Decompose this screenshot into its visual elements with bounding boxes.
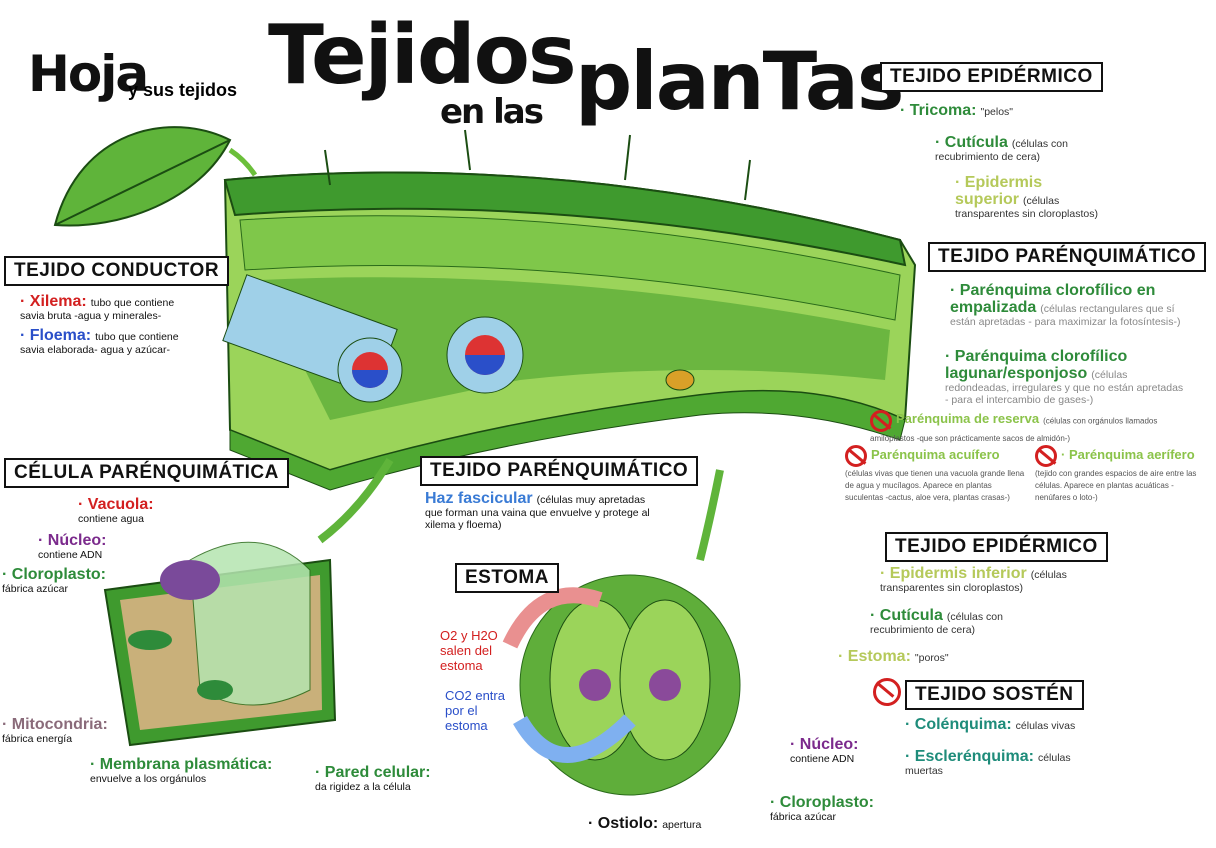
title-hoja: Hoja xyxy=(28,45,149,103)
label-cuticula-bottom: · Cutícula(células con recubrimiento de … xyxy=(870,607,1003,636)
arrows xyxy=(317,457,724,561)
label-xilema: · Xilema:tubo que contiene savia bruta -… xyxy=(20,293,175,322)
label-epidermis-superior: · Epidermis superior(células transparent… xyxy=(955,174,1098,220)
heading-epidermico-bottom: TEJIDO EPIDÉRMICO xyxy=(885,532,1108,562)
parenchyma-cell-illustration xyxy=(103,541,337,747)
label-haz-fascicular: Haz fascicular(células muy apretadas que… xyxy=(425,490,650,531)
label-floema: · Floema:tubo que contiene savia elabora… xyxy=(20,327,179,356)
not-visible-icon xyxy=(845,445,867,467)
vascular-bundle xyxy=(446,316,524,394)
label-lagunar: · Parénquima clorofílico lagunar/esponjo… xyxy=(945,348,1184,406)
label-ostiolo: · Ostiolo:apertura xyxy=(588,815,702,832)
label-aerifero: · Parénquima aerífero(tejido con grandes… xyxy=(1035,445,1197,502)
label-nucleo-estoma: · Núcleo:contiene ADN xyxy=(790,736,859,765)
leaf-icon xyxy=(53,126,258,227)
heading-estoma: ESTOMA xyxy=(455,563,559,593)
label-tricoma: · Tricoma:"pelos" xyxy=(900,102,1014,119)
label-acuifero: Parénquima acuífero(células vivas que ti… xyxy=(845,445,1025,502)
label-epidermis-inferior: · Epidermis inferior(células transparent… xyxy=(880,565,1067,594)
label-empalizada: · Parénquima clorofílico en empalizada(c… xyxy=(950,282,1181,328)
title-en-las: en las xyxy=(440,92,544,132)
not-visible-icon xyxy=(870,410,892,432)
label-co2-in: CO2 entra por el estoma xyxy=(445,688,505,733)
heading-sosten: TEJIDO SOSTÉN xyxy=(905,680,1084,710)
xylem-phloem-bundle xyxy=(222,274,403,403)
label-pared-celular: · Pared celular:da rigidez a la célula xyxy=(315,764,431,793)
not-visible-icon xyxy=(1035,445,1057,467)
heading-haz-parenquimatico: TEJIDO PARÉNQUIMÁTICO xyxy=(420,456,699,486)
heading-epidermico-top: TEJIDO EPIDÉRMICO xyxy=(880,62,1103,92)
label-cuticula-top: · Cutícula(células con recubrimiento de … xyxy=(935,134,1068,163)
title-sub: y sus tejidos xyxy=(128,80,238,100)
label-membrana: · Membrana plasmática:envuelve a los org… xyxy=(90,756,273,785)
label-colenquima: · Colénquima:células vivas xyxy=(905,716,1076,733)
label-esclerenquima: · Esclerénquima:células muertas xyxy=(905,748,1071,777)
title-tejidos: Tejidos xyxy=(268,8,577,103)
heading-conductor: TEJIDO CONDUCTOR xyxy=(4,256,230,286)
label-gases-out: O2 y H2O salen del estoma xyxy=(440,628,498,673)
label-estoma: · Estoma:"poros" xyxy=(838,648,949,665)
label-mitocondria: · Mitocondria:fábrica energía xyxy=(2,716,108,745)
label-reserva: Parénquima de reserva(células con orgánu… xyxy=(870,410,1158,443)
title-plantas: planTas xyxy=(575,35,904,128)
heading-parenquimatico: TEJIDO PARÉNQUIMÁTICO xyxy=(928,242,1207,272)
label-cloroplasto-estoma: · Cloroplasto:fábrica azúcar xyxy=(770,794,874,823)
heading-celula: CÉLULA PARÉNQUIMÁTICA xyxy=(4,458,289,488)
label-nucleo-celula: · Núcleo:contiene ADN xyxy=(38,532,107,561)
leaf-cross-section xyxy=(222,129,917,491)
label-vacuola: · Vacuola:contiene agua xyxy=(78,496,154,525)
not-visible-icon xyxy=(873,678,905,706)
label-cloroplasto-celula: · Cloroplasto:fábrica azúcar xyxy=(2,566,106,595)
stoma-illustration xyxy=(502,574,741,796)
